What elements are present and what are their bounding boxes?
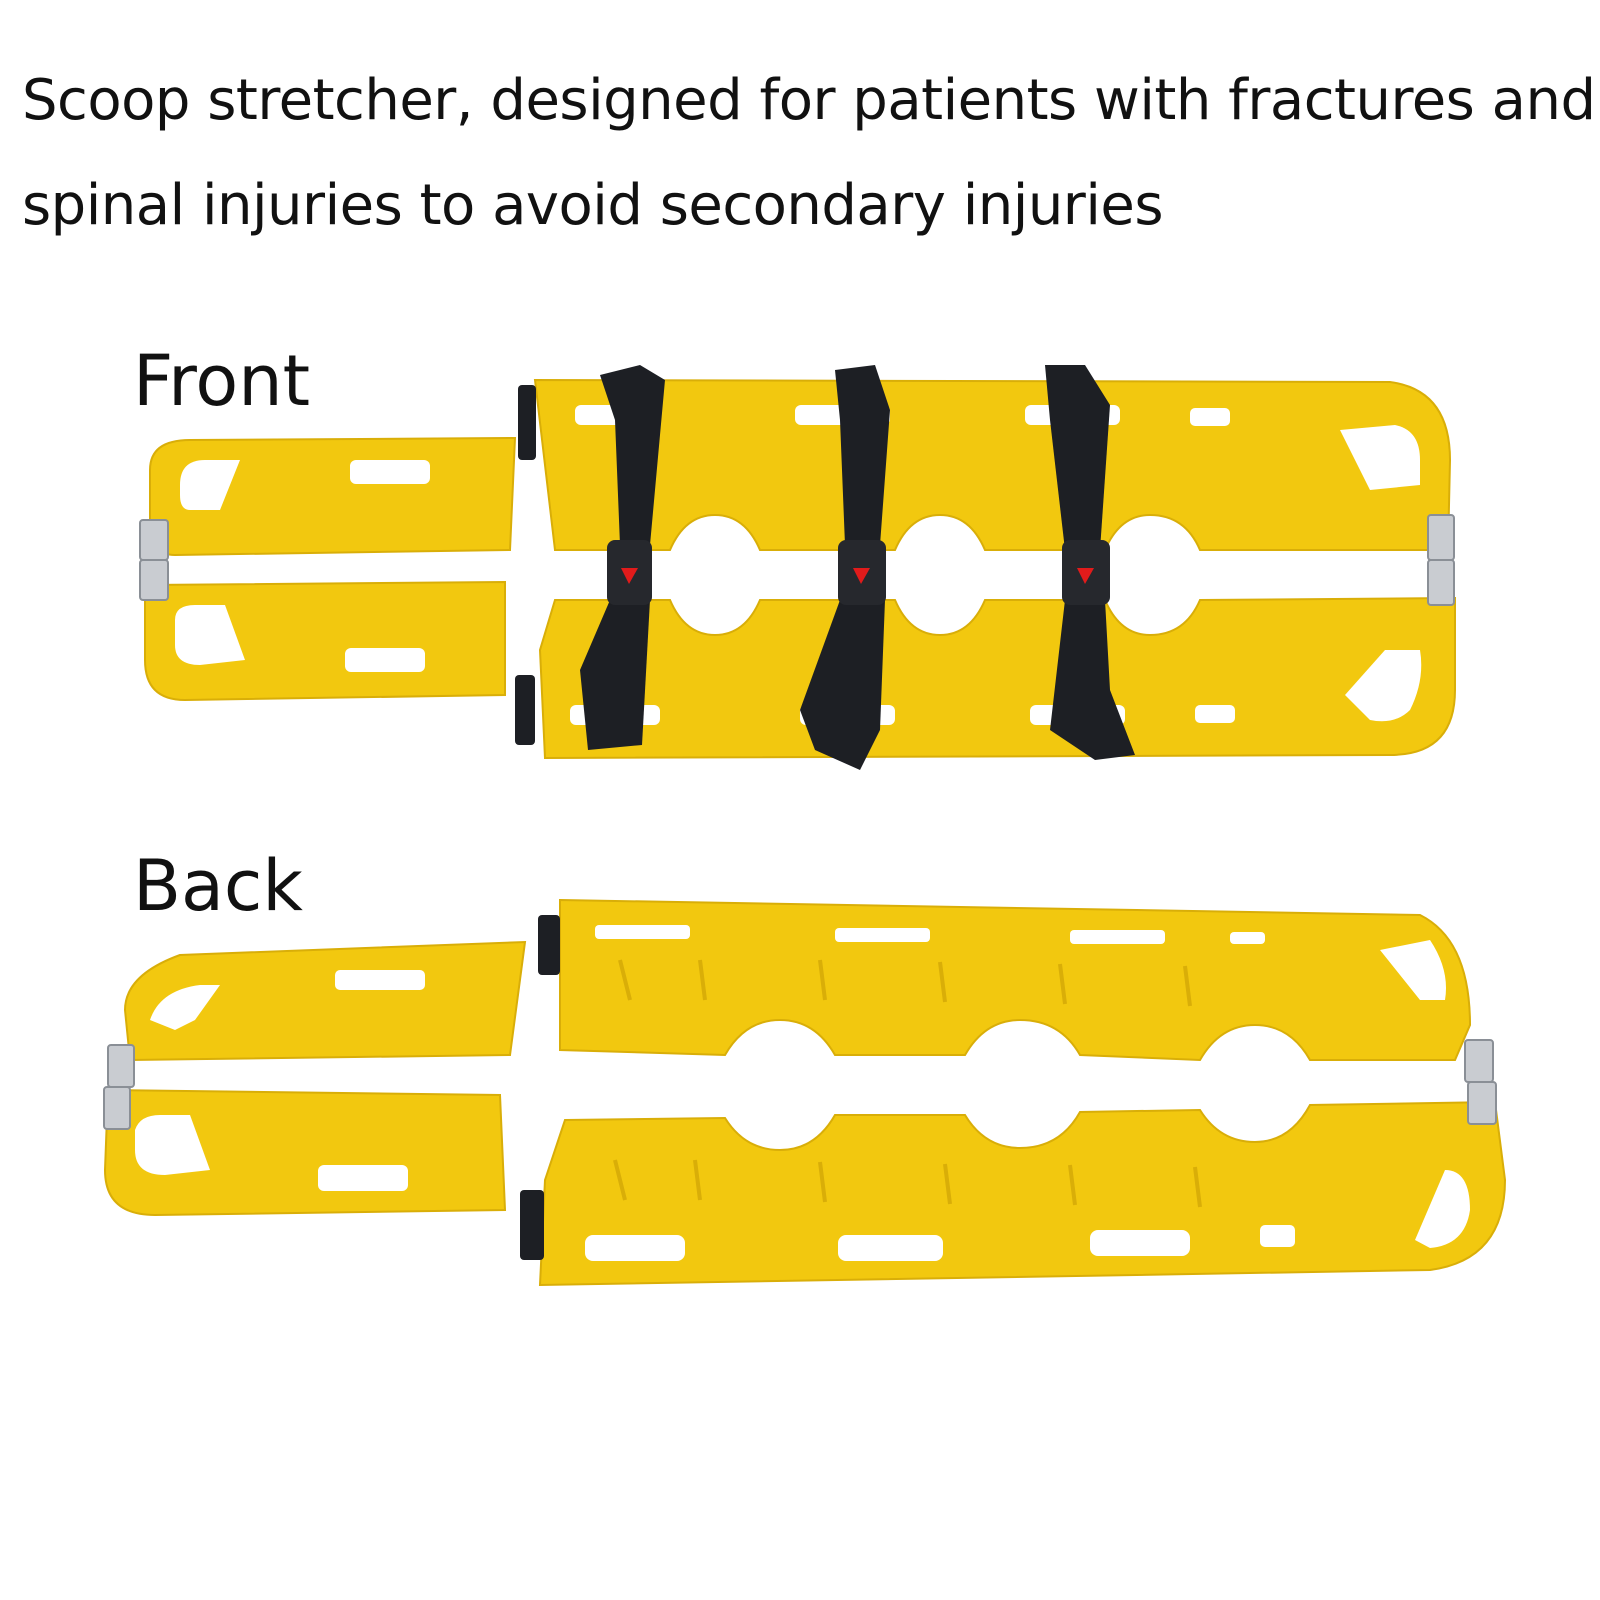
headline-line-2: spinal injuries to avoid secondary injur… <box>22 173 1164 238</box>
stretcher-back-handle-holes <box>135 925 1470 1261</box>
front-view-label: Front <box>133 340 311 422</box>
stretcher-back-ribs <box>613 959 1202 1208</box>
stretcher-front-body <box>144 378 1456 760</box>
stretcher-back-illustration <box>103 898 1507 1287</box>
hinge-icon <box>139 514 1455 606</box>
stretcher-front-connectors <box>515 385 536 745</box>
buckle-release-icon <box>607 540 1110 605</box>
hinge-icon-back <box>103 1039 1497 1130</box>
headline-line-1: Scoop stretcher, designed for patients w… <box>22 68 1596 133</box>
stretcher-back-body <box>103 898 1507 1287</box>
stretcher-front-illustration <box>139 365 1456 770</box>
product-headline: Scoop stretcher, designed for patients w… <box>22 48 1596 258</box>
stretcher-back-connectors <box>520 915 560 1260</box>
seatbelt-strap-icon <box>580 365 1135 770</box>
back-view-label: Back <box>133 845 303 927</box>
